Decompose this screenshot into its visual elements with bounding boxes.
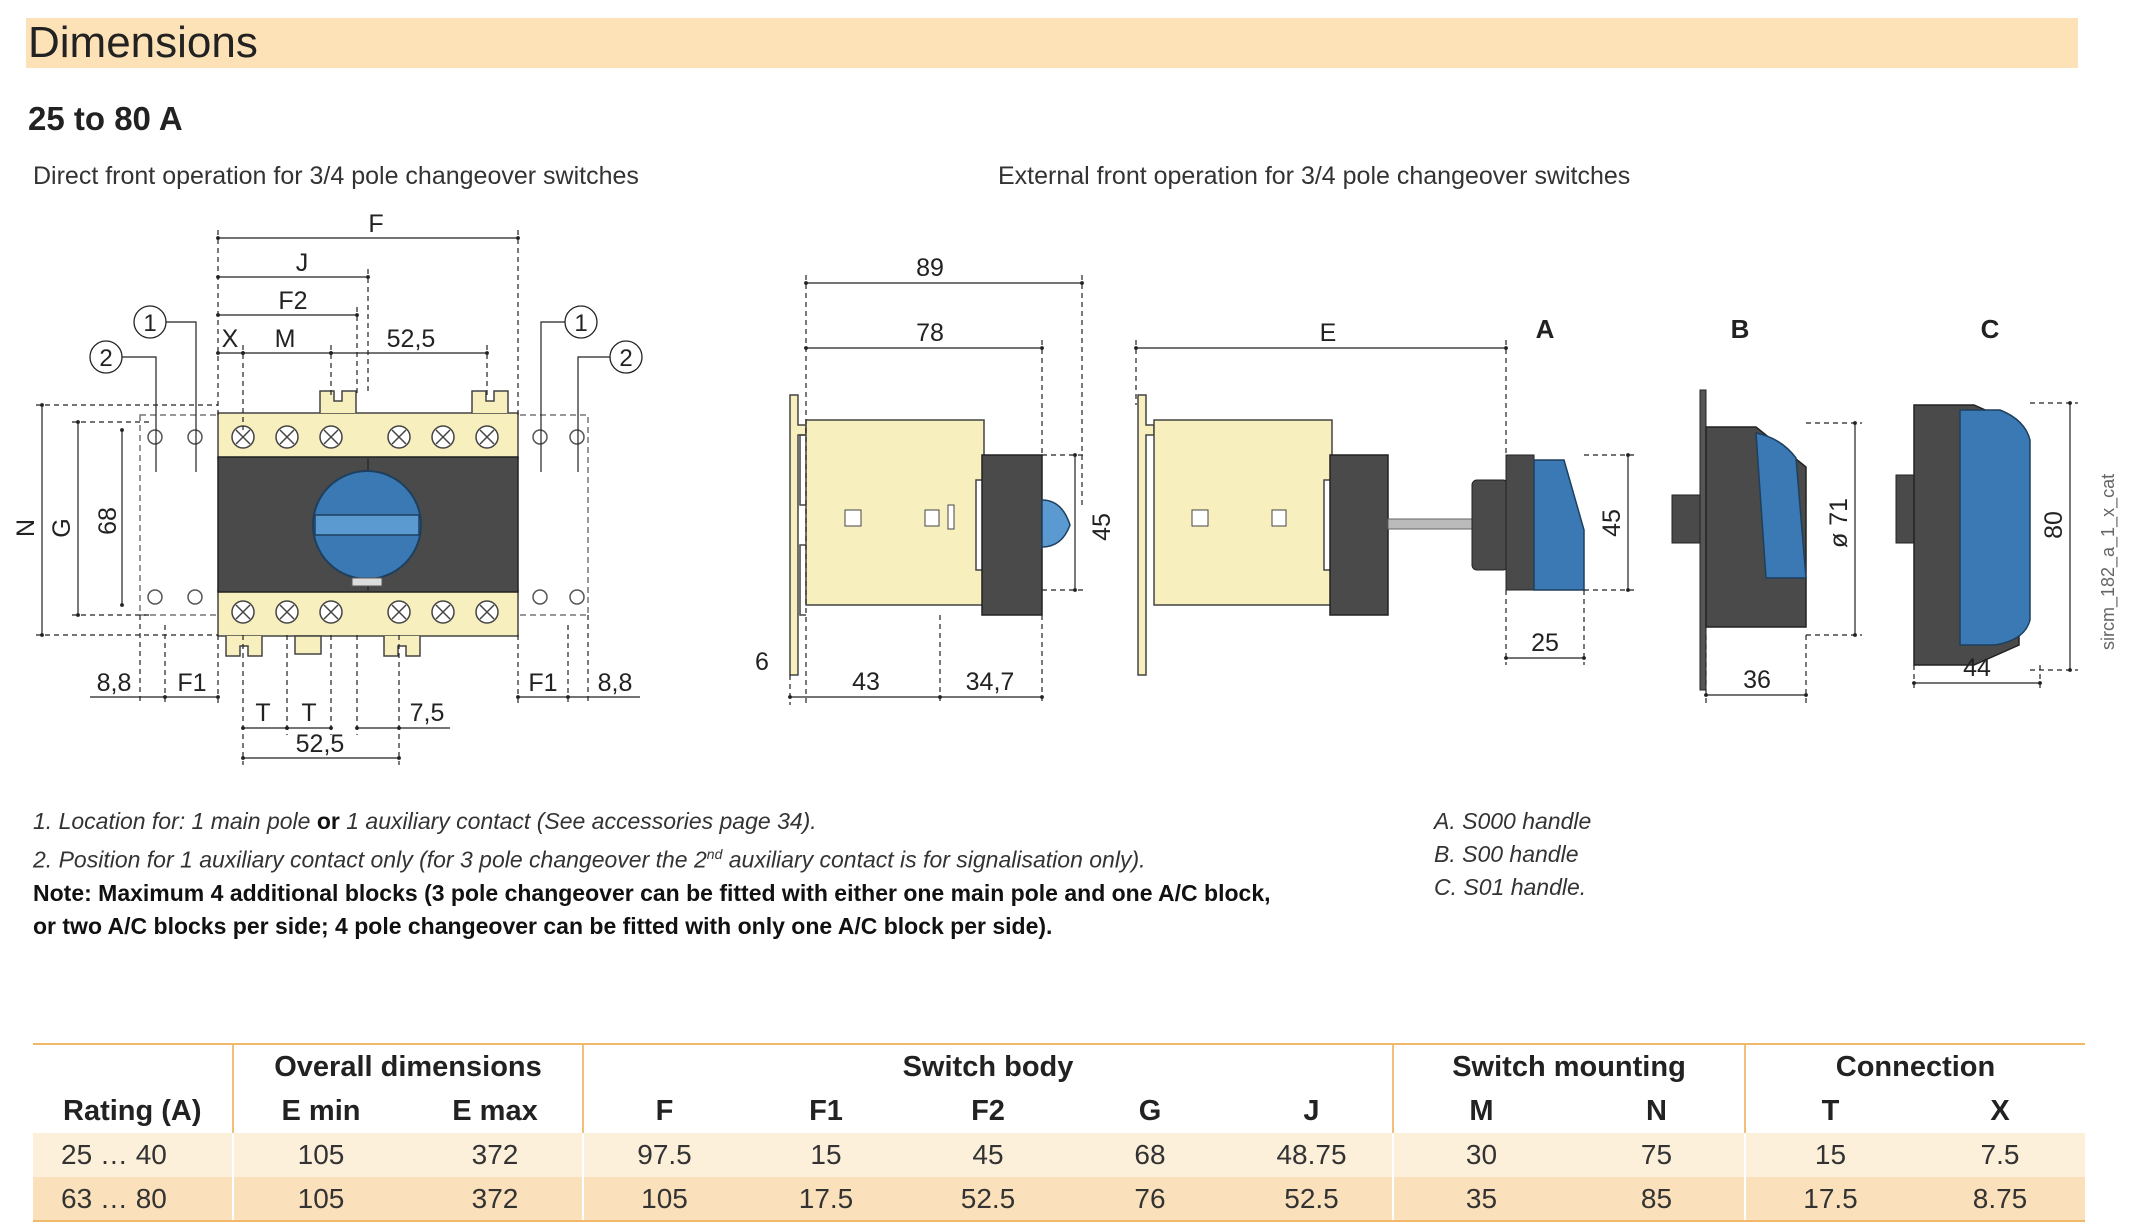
table-group-switch-body: Switch body bbox=[582, 1043, 1393, 1089]
dimension-drawings: F J F2 X M 52,5 1 2 1 2 N G 68 bbox=[12, 210, 2078, 765]
dim-label-M: M bbox=[275, 325, 296, 353]
table-cell: 30 bbox=[1392, 1133, 1569, 1177]
table-cell: 372 bbox=[408, 1177, 583, 1222]
table-cell: 48.75 bbox=[1276, 1139, 1347, 1170]
section-title: Dimensions bbox=[28, 18, 258, 67]
dim-label-G: G bbox=[48, 518, 76, 537]
table-cell: 8.75 bbox=[1915, 1177, 2085, 1222]
table-cell: 17.5 bbox=[1744, 1177, 1915, 1222]
handle-legend-b: B. S00 handle bbox=[1434, 841, 1579, 867]
table-cell: 52.5 bbox=[907, 1177, 1069, 1222]
table-cell: 15 bbox=[810, 1139, 842, 1170]
dim-label-68: 68 bbox=[94, 507, 122, 535]
dim-label-F: F bbox=[368, 210, 383, 238]
dim-label-80: 80 bbox=[2040, 511, 2068, 539]
handle-A-label: A bbox=[1536, 314, 1555, 344]
table-cell: 68 bbox=[1134, 1139, 1166, 1170]
table-group-overall: Overall dimensions bbox=[232, 1043, 583, 1089]
table-row: 63 … 80 105 372 105 17.5 52.5 76 52.5 35… bbox=[33, 1177, 2085, 1222]
table-header-f: F bbox=[582, 1089, 745, 1133]
footnote-1: 1. Location for: 1 main pole or 1 auxili… bbox=[33, 808, 817, 834]
handle-legend-c: C. S01 handle. bbox=[1434, 874, 1587, 900]
handle-legend: A. S000 handle B. S00 handle C. S01 hand… bbox=[1434, 805, 1591, 904]
rating-range-heading: 25 to 80 A bbox=[28, 100, 183, 137]
table-cell: 45 bbox=[972, 1139, 1004, 1170]
table-header-m: M bbox=[1392, 1089, 1569, 1133]
table-cell: 75 bbox=[1640, 1139, 1673, 1170]
table-header-rating: Rating (A) bbox=[63, 1094, 202, 1127]
dim-label-F1-right: F1 bbox=[528, 669, 557, 697]
table-header-f1: F1 bbox=[809, 1094, 843, 1127]
dim-label-X: X bbox=[222, 325, 239, 353]
dim-label-F2: F2 bbox=[278, 287, 307, 315]
dim-label-F1-left: F1 bbox=[177, 669, 206, 697]
table-header-j: J bbox=[1303, 1094, 1320, 1127]
dim-label-J: J bbox=[296, 249, 309, 277]
dim-label-25: 25 bbox=[1531, 629, 1559, 657]
dim-label-8-8-right: 8,8 bbox=[598, 669, 633, 697]
dim-label-45-a: 45 bbox=[1088, 513, 1116, 541]
dim-label-45-b: 45 bbox=[1598, 509, 1626, 537]
table-cell: 97.5 bbox=[582, 1133, 745, 1177]
table-cell: 15 bbox=[1744, 1133, 1915, 1177]
table-header-e-min: E min bbox=[232, 1089, 408, 1133]
note-line-1: Note: Maximum 4 additional blocks (3 pol… bbox=[33, 879, 1271, 906]
side-view-drawings: 89 78 45 6 43 34,7 E A 45 bbox=[755, 254, 2078, 705]
table-cell: 35 bbox=[1392, 1177, 1569, 1222]
table-cell: 105 bbox=[232, 1177, 408, 1222]
callout-2-right: 2 bbox=[619, 345, 632, 372]
dim-label-89: 89 bbox=[916, 254, 944, 282]
dim-label-6: 6 bbox=[755, 648, 769, 676]
section-banner: Dimensions bbox=[26, 18, 2078, 68]
footnote-2: 2. Position for 1 auxiliary contact only… bbox=[33, 846, 1146, 873]
table-cell: 25 … 40 bbox=[61, 1139, 167, 1170]
footnotes: 1. Location for: 1 main pole or 1 auxili… bbox=[33, 805, 1271, 943]
dim-label-44: 44 bbox=[1963, 654, 1991, 682]
dim-label-34-7: 34,7 bbox=[966, 668, 1015, 696]
dim-label-36: 36 bbox=[1743, 666, 1771, 694]
table-group-switch-mounting: Switch mounting bbox=[1392, 1043, 1745, 1089]
handle-legend-a: A. S000 handle bbox=[1434, 808, 1592, 834]
handle-C-label: C bbox=[1981, 314, 2000, 344]
table-cell: 105 bbox=[582, 1177, 745, 1222]
table-cell: 85 bbox=[1569, 1177, 1745, 1222]
dim-label-7-5: 7,5 bbox=[410, 699, 445, 727]
dim-label-78: 78 bbox=[916, 319, 944, 347]
dim-label-T2: T bbox=[301, 699, 316, 727]
table-cell: 76 bbox=[1069, 1177, 1231, 1222]
table-cell: 105 bbox=[232, 1133, 408, 1177]
caption-external-operation: External front operation for 3/4 pole ch… bbox=[998, 162, 1631, 190]
table-header-t: T bbox=[1744, 1089, 1915, 1133]
dimensions-table: Overall dimensions Switch body Switch mo… bbox=[33, 1043, 2085, 1222]
table-group-connection: Connection bbox=[1744, 1043, 2085, 1089]
dim-label-E: E bbox=[1320, 319, 1337, 347]
table-header-n: N bbox=[1646, 1094, 1667, 1127]
dim-label-52-5-top: 52,5 bbox=[387, 325, 436, 353]
callout-2-left: 2 bbox=[99, 345, 112, 372]
dim-label-43: 43 bbox=[852, 668, 880, 696]
table-row: 25 … 40 105 372 97.5 15 45 68 48.75 30 7… bbox=[33, 1133, 2085, 1177]
dim-label-71: ø 71 bbox=[1825, 498, 1853, 548]
table-cell: 63 … 80 bbox=[33, 1177, 233, 1222]
front-view-drawing: F J F2 X M 52,5 1 2 1 2 N G 68 bbox=[12, 210, 643, 765]
callout-1-left: 1 bbox=[143, 310, 156, 337]
handle-B-label: B bbox=[1731, 314, 1750, 344]
dim-label-T1: T bbox=[255, 699, 270, 727]
table-header-f2: F2 bbox=[971, 1094, 1005, 1127]
table-cell: 7.5 bbox=[1980, 1139, 2020, 1170]
table-group-blank bbox=[33, 1043, 233, 1089]
table-header-g: G bbox=[1138, 1094, 1162, 1127]
note-line-2: or two A/C blocks per side; 4 pole chang… bbox=[33, 912, 1053, 939]
dim-label-52-5-bottom: 52,5 bbox=[296, 730, 345, 758]
table-header-e-max: E max bbox=[452, 1094, 538, 1127]
table-cell: 52.5 bbox=[1231, 1177, 1393, 1222]
table-cell: 372 bbox=[471, 1139, 519, 1170]
table-header-x: X bbox=[1990, 1094, 2010, 1127]
callout-1-right: 1 bbox=[574, 310, 587, 337]
caption-direct-operation: Direct front operation for 3/4 pole chan… bbox=[33, 162, 639, 190]
table-cell: 17.5 bbox=[745, 1177, 907, 1222]
dim-label-8-8-left: 8,8 bbox=[97, 669, 132, 697]
dim-label-N: N bbox=[12, 519, 40, 537]
figure-code: sircm_182_a_1_x_cat bbox=[2098, 473, 2118, 650]
